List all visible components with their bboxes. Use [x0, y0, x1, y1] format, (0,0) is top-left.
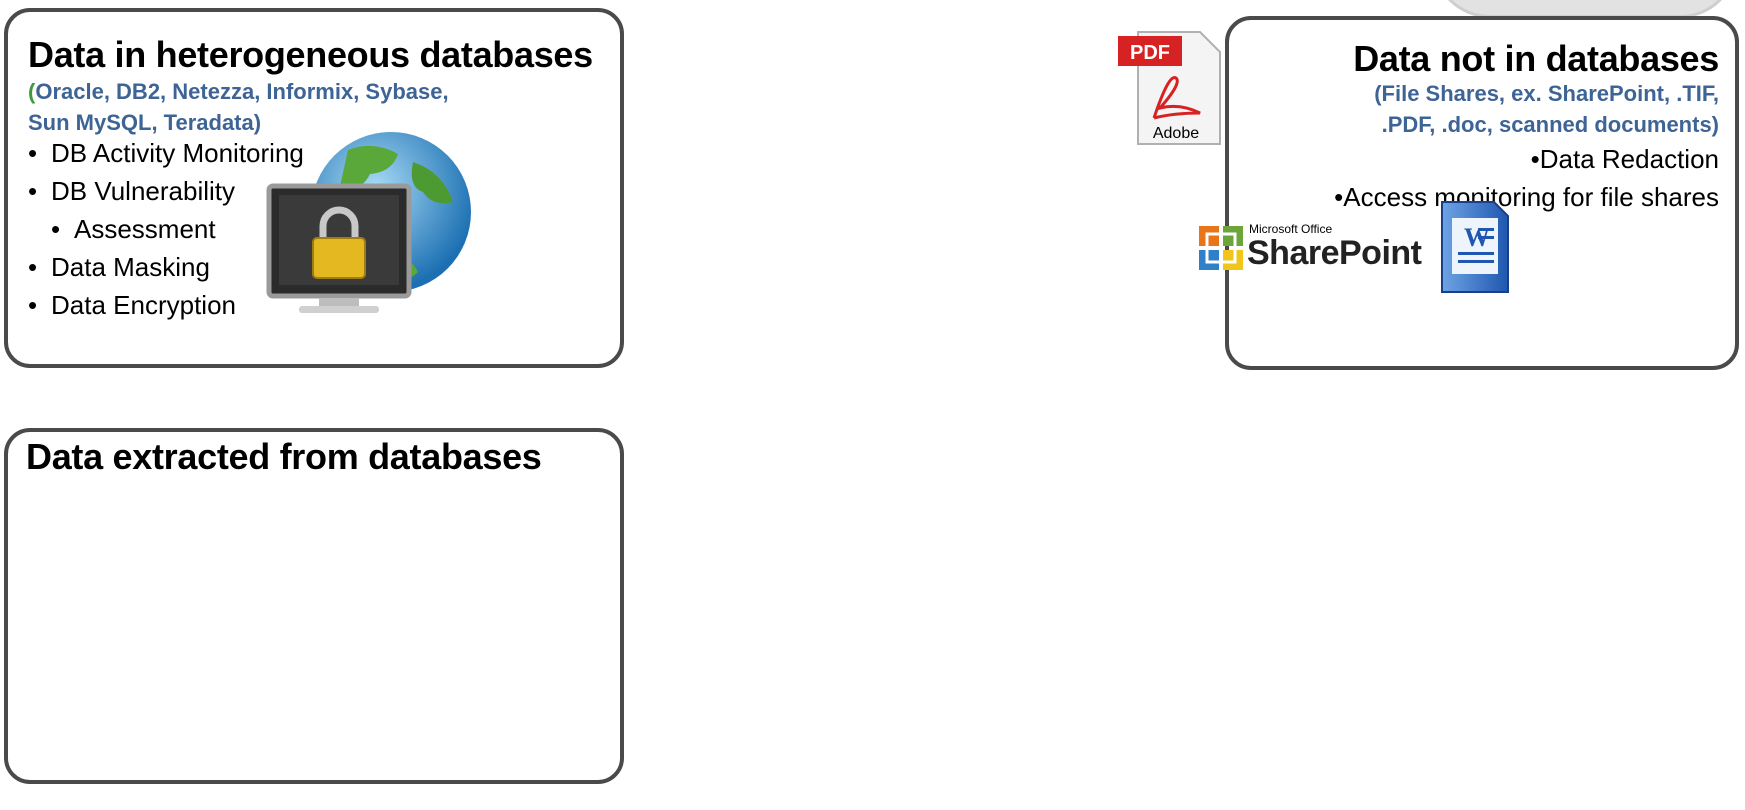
- word-document-icon: W: [1441, 201, 1509, 293]
- panel-subtitle: (File Shares, ex. SharePoint, .TIF, .PDF…: [1374, 81, 1719, 137]
- pdf-badge: PDF: [1130, 42, 1170, 64]
- list-item: Data Redaction: [1320, 140, 1719, 178]
- panel-title: Data not in databases: [1353, 38, 1719, 79]
- list-item: Data Encryption: [28, 286, 304, 324]
- sharepoint-logo: Microsoft Office SharePoint: [1197, 216, 1422, 286]
- panel-not-in-databases: Data not in databases (File Shares, ex. …: [1118, 16, 1739, 370]
- panel-extracted-data: Data extracted from databases: [4, 428, 624, 784]
- pdf-file-icon: PDF Adobe: [1118, 31, 1221, 145]
- list-item: Access monitoring for file shares: [1320, 178, 1719, 216]
- office-logo-icon: [1199, 226, 1243, 270]
- list-item: Data Masking: [28, 248, 304, 286]
- bullet-list: DB Activity Monitoring DB Vulnerability …: [28, 134, 304, 324]
- panel-title: Data in heterogeneous databases: [28, 34, 593, 75]
- adobe-label: Adobe: [1153, 125, 1199, 142]
- globe-lock-icon: [266, 132, 471, 313]
- panel-title: Data extracted from databases: [26, 436, 542, 477]
- list-item: Assessment: [28, 210, 304, 248]
- panel-heterogeneous-databases: Data in heterogeneous databases (Oracle,…: [4, 8, 624, 368]
- panel-subtitle: (Oracle, DB2, Netezza, Informix, Sybase,…: [28, 79, 449, 135]
- list-item: DB Vulnerability: [28, 172, 304, 210]
- bullet-list: Data Redaction Access monitoring for fil…: [1320, 140, 1719, 216]
- list-item: DB Activity Monitoring: [28, 134, 304, 172]
